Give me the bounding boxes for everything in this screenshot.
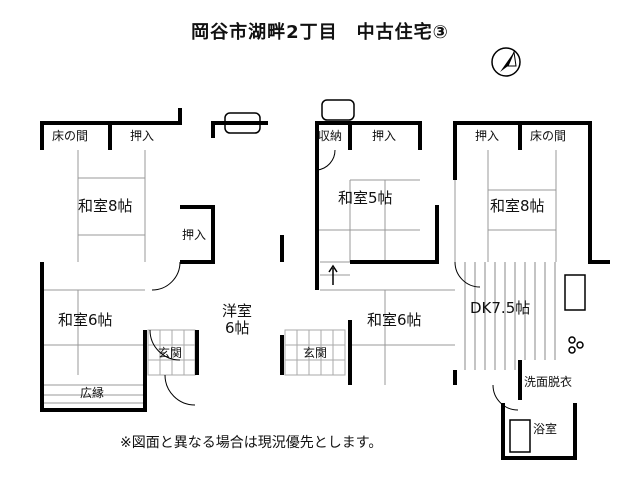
tatami-lines xyxy=(42,150,557,404)
page-title: 岡谷市湖畔2丁目 中古住宅③ xyxy=(191,22,449,43)
bathtub-icon xyxy=(509,419,531,453)
walls xyxy=(40,108,610,460)
room-right-tokonoma: 床の間 xyxy=(530,129,567,143)
room-right-washitsu-8: 和室8帖 xyxy=(490,197,545,215)
room-left-oshiire-mid: 押入 xyxy=(182,228,207,242)
room-yoshitsu-size: 6帖 xyxy=(225,319,250,337)
room-senmen-datsui: 洗面脱衣 xyxy=(524,375,573,389)
room-left-washitsu-6: 和室6帖 xyxy=(58,311,113,329)
room-yoshitsu: 洋室 xyxy=(222,302,253,320)
room-mid-washitsu-6: 和室6帖 xyxy=(367,311,422,329)
genkan-tiles xyxy=(147,329,346,376)
room-right-oshiire: 押入 xyxy=(475,129,500,143)
toilet-icon xyxy=(321,99,355,121)
dk-flooring xyxy=(464,262,556,370)
room-hiroen: 広縁 xyxy=(80,386,105,400)
door-swing xyxy=(149,329,181,361)
room-left-washitsu-8: 和室8帖 xyxy=(78,197,133,215)
room-yokushitsu: 浴室 xyxy=(533,422,558,436)
room-mid-genkan: 玄関 xyxy=(303,346,328,360)
stove-icon xyxy=(568,336,576,344)
room-washitsu-5: 和室5帖 xyxy=(338,189,393,207)
sink-icon xyxy=(564,274,586,311)
fixtures xyxy=(149,99,586,453)
room-left-genkan: 玄関 xyxy=(158,346,183,360)
room-left-tokonoma: 床の間 xyxy=(52,129,89,143)
disclaimer-note: ※図面と異なる場合は現況優先とします。 xyxy=(120,435,383,451)
room-mid-oshiire: 押入 xyxy=(372,129,397,143)
toilet-icon xyxy=(224,112,261,134)
north-arrow-icon xyxy=(491,47,521,77)
room-shuno: 収納 xyxy=(318,129,343,143)
room-left-oshiire-top: 押入 xyxy=(130,129,155,143)
room-dk: DK7.5帖 xyxy=(470,299,531,317)
